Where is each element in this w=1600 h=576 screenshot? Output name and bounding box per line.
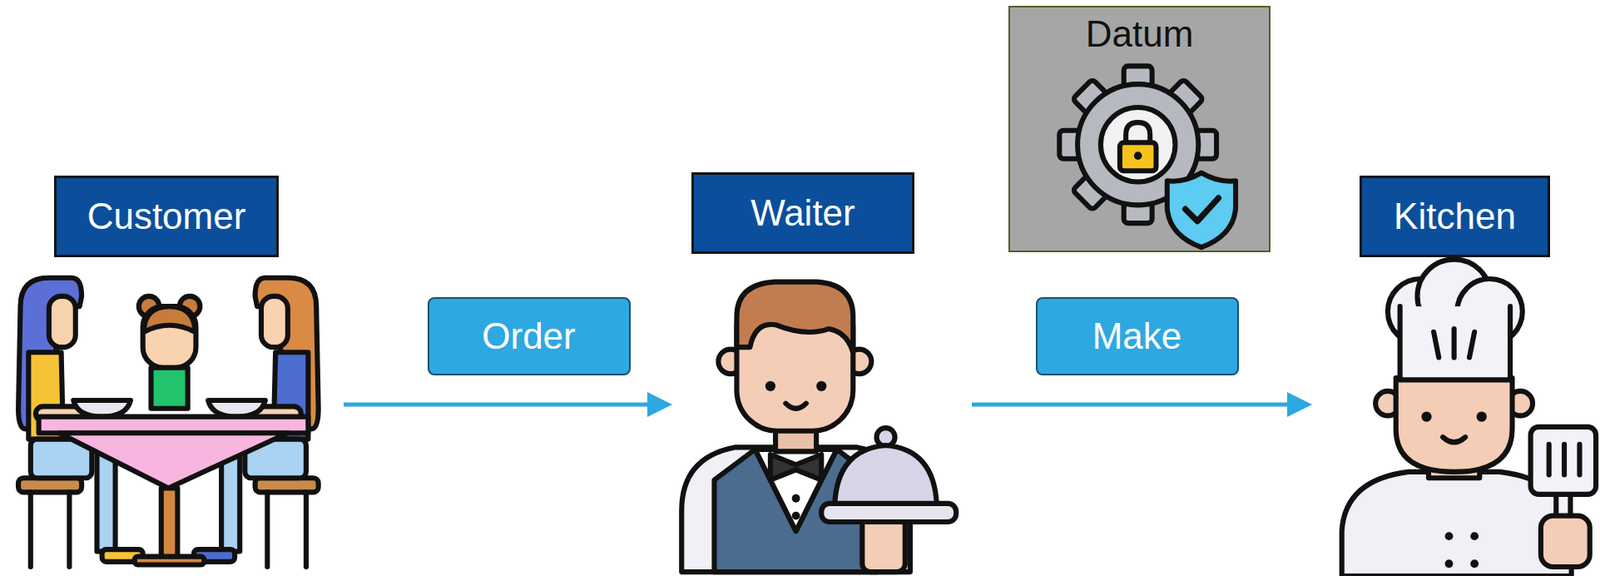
- actor-label: Kitchen: [1359, 175, 1551, 258]
- edge-label-holder: Order: [427, 297, 631, 376]
- actor-node: Customer: [9, 172, 337, 570]
- actor-node: Waiter: [678, 172, 966, 570]
- waiter-illustration: [681, 282, 957, 572]
- flow-arrow: [971, 402, 1296, 407]
- box-title: Datum: [1010, 7, 1269, 56]
- chef-illustration: [1342, 259, 1596, 576]
- edge-label-holder: Make: [1035, 297, 1239, 376]
- actor-label: Customer: [54, 175, 279, 258]
- step-label: Order: [427, 297, 631, 376]
- step-label: Make: [1035, 297, 1239, 376]
- actor-label: Waiter: [691, 172, 915, 254]
- customer-illustration: [18, 277, 319, 567]
- actor-node: Kitchen: [1318, 172, 1600, 570]
- datum-box: Datum: [1008, 5, 1271, 253]
- flow-arrow: [343, 402, 656, 407]
